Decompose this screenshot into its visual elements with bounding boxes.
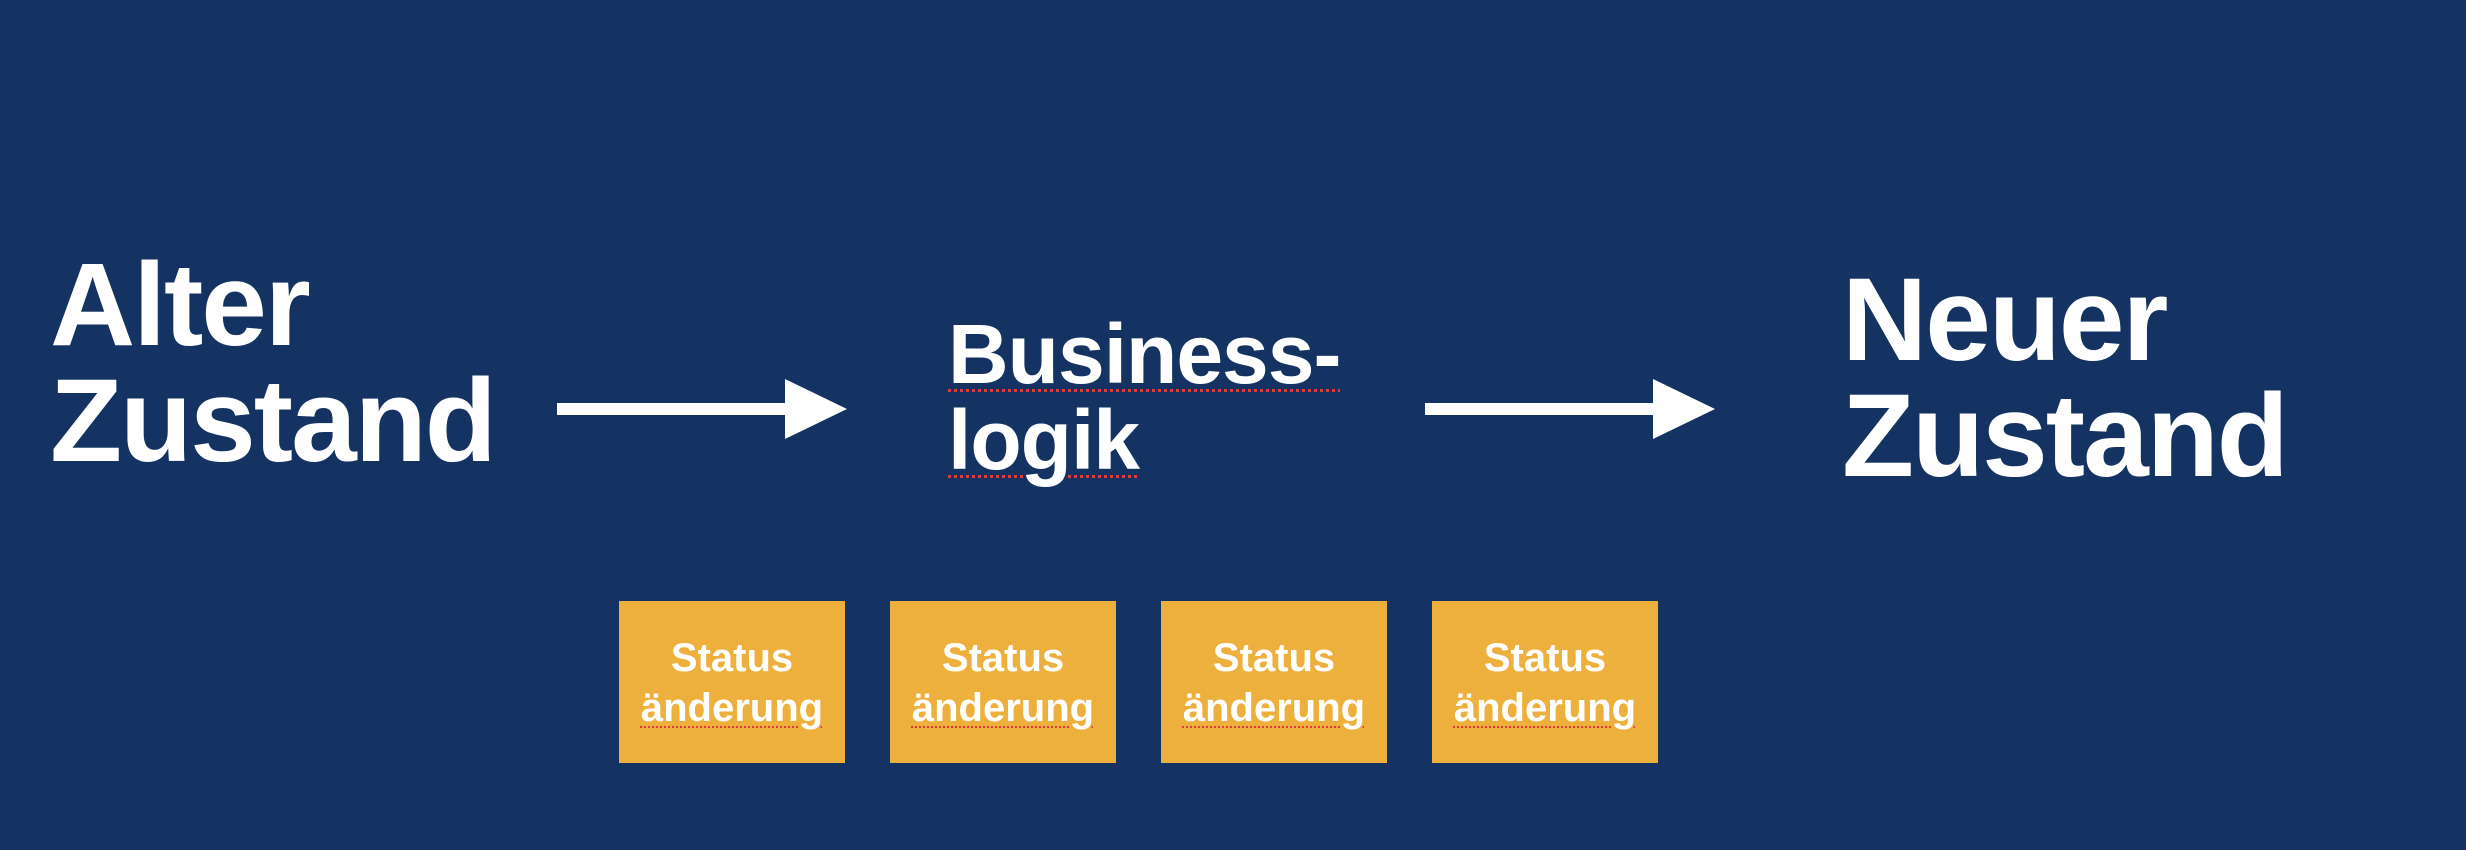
- new-state-line1: Neuer: [1842, 254, 2168, 386]
- status-change-line1: Status: [1212, 636, 1336, 680]
- status-change-line1: Status: [1483, 636, 1607, 680]
- arrow-right-icon: [557, 379, 847, 439]
- status-change-line2: änderung: [1453, 686, 1637, 730]
- status-change-line2: änderung: [640, 686, 824, 730]
- arrow-right-icon: [1425, 379, 1715, 439]
- status-change-line1: Status: [670, 636, 794, 680]
- status-change-box: Status änderung: [1432, 601, 1658, 763]
- business-logic-label: Business- logik: [948, 307, 1341, 487]
- old-state-label: Alter Zustand: [50, 239, 497, 487]
- new-state-label: Neuer Zustand: [1842, 254, 2289, 502]
- business-logic-line2: logik: [948, 393, 1140, 487]
- status-change-line2: änderung: [1182, 686, 1366, 730]
- new-state-line2: Zustand: [1842, 370, 2289, 502]
- status-change-box: Status änderung: [1161, 601, 1387, 763]
- status-change-line1: Status: [941, 636, 1065, 680]
- old-state-line1: Alter: [50, 239, 311, 371]
- old-state-line2: Zustand: [50, 355, 497, 487]
- status-change-box: Status änderung: [619, 601, 845, 763]
- status-change-line2: änderung: [911, 686, 1095, 730]
- status-change-box: Status änderung: [890, 601, 1116, 763]
- business-logic-line1: Business-: [948, 307, 1341, 401]
